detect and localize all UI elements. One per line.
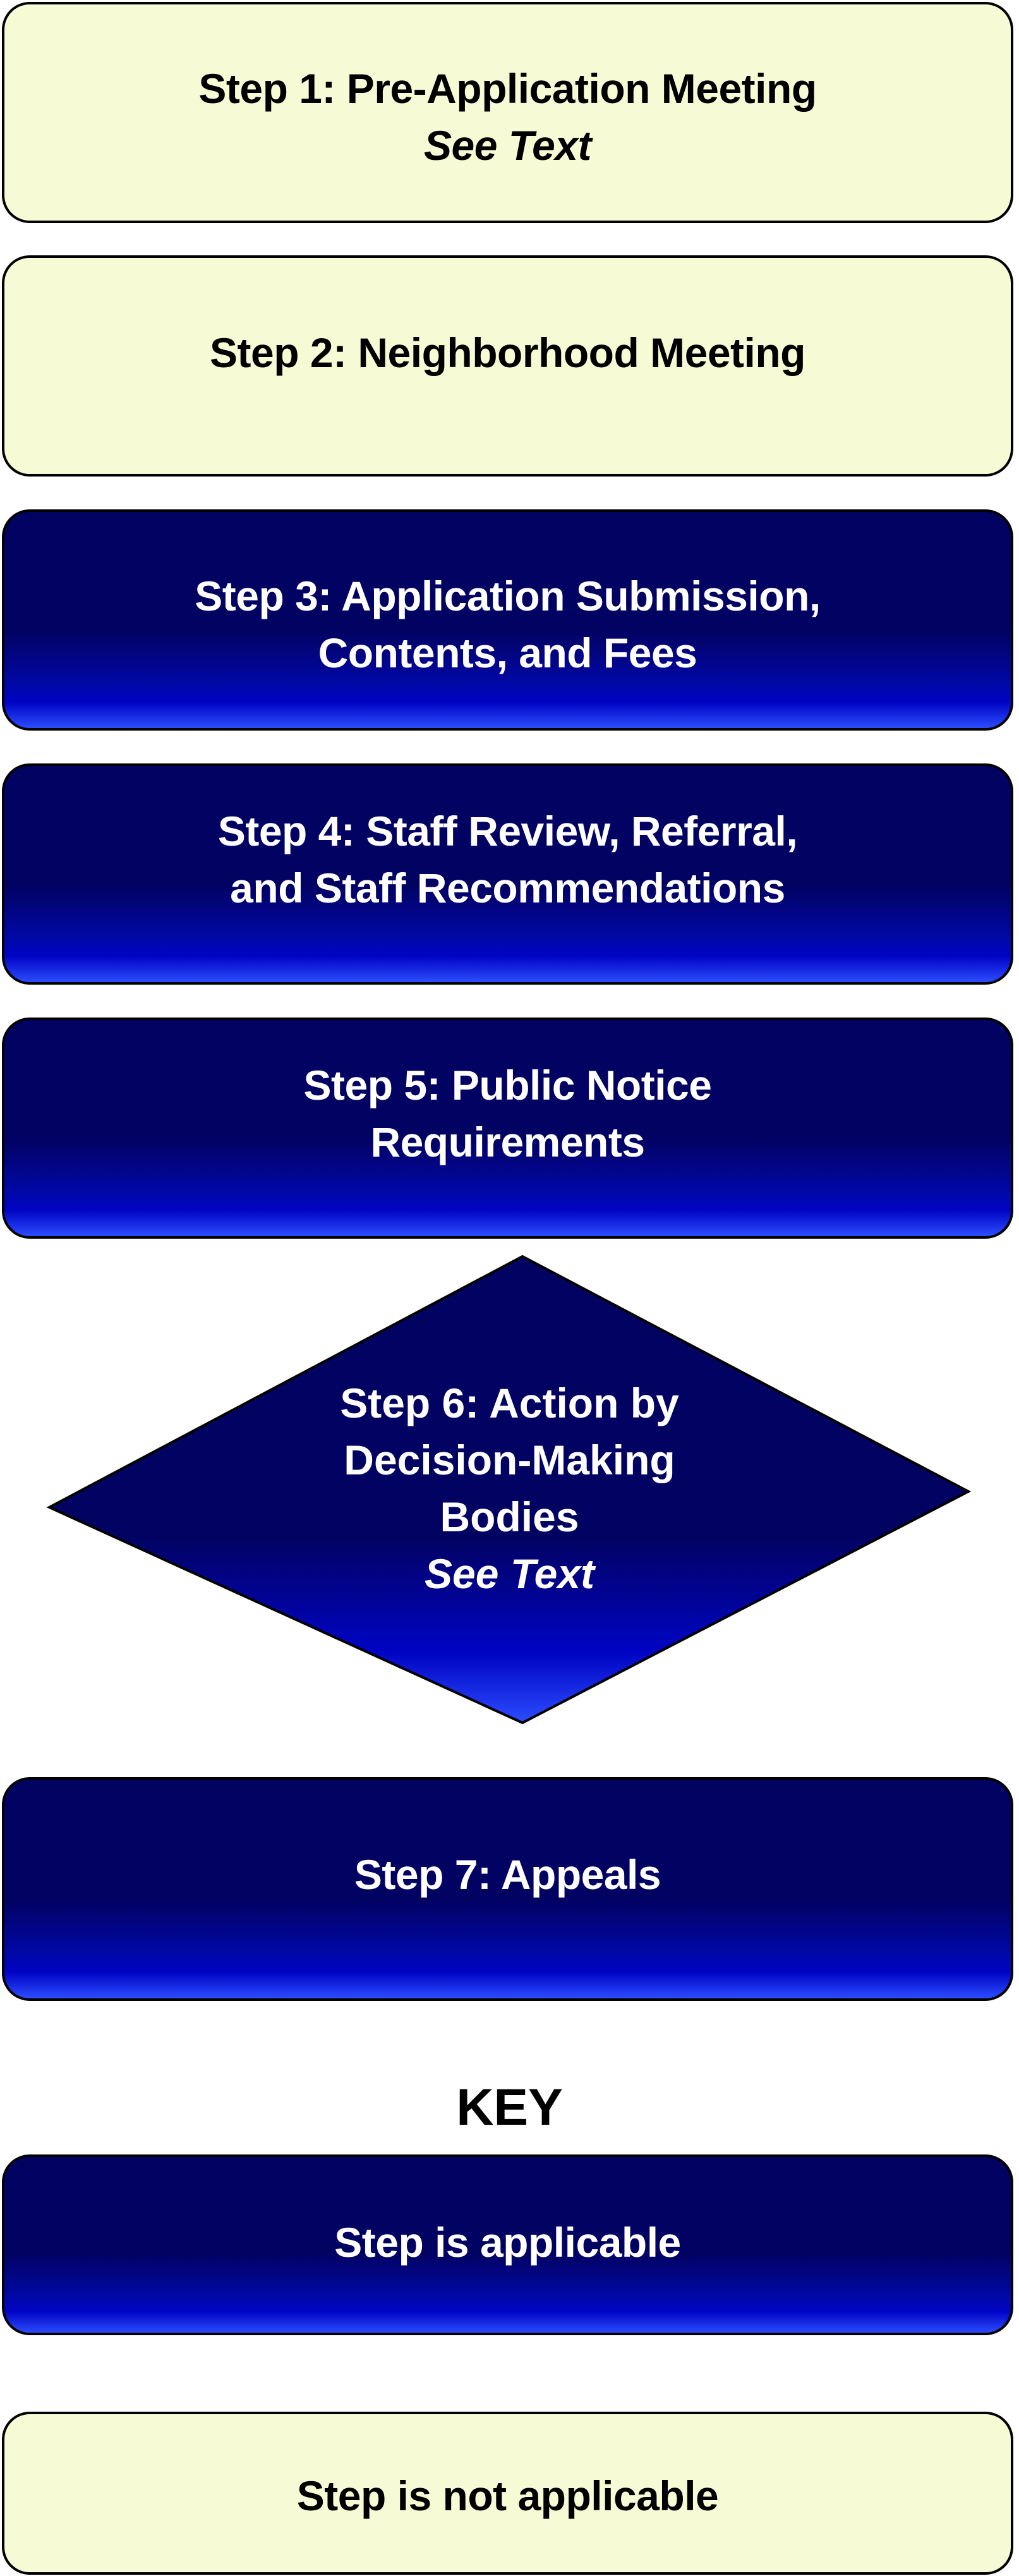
step-1-note: See Text bbox=[423, 122, 592, 169]
step-2-title: Step 2: Neighborhood Meeting bbox=[210, 329, 805, 376]
step-2-label: Step 2: Neighborhood Meeting bbox=[210, 324, 805, 381]
step-6-title-line-2: Decision-Making bbox=[344, 1437, 675, 1483]
step-4-title-line-2: and Staff Recommendations bbox=[230, 865, 785, 911]
key-applicable-box: Step is applicable bbox=[2, 2154, 1013, 2335]
key-not-applicable-label: Step is not applicable bbox=[296, 2472, 719, 2519]
step-6-note: See Text bbox=[424, 1550, 595, 1597]
step-3-box: Step 3: Application Submission, Contents… bbox=[2, 509, 1013, 731]
step-5-title-line-1: Step 5: Public Notice bbox=[303, 1062, 712, 1109]
step-3-label: Step 3: Application Submission, Contents… bbox=[195, 568, 821, 681]
step-7-label: Step 7: Appeals bbox=[354, 1846, 661, 1903]
step-1-title: Step 1: Pre-Application Meeting bbox=[198, 65, 817, 112]
step-6-label: Step 6: Action by Decision-Making Bodies… bbox=[253, 1375, 766, 1602]
step-7-title: Step 7: Appeals bbox=[354, 1851, 661, 1898]
step-5-label: Step 5: Public Notice Requirements bbox=[304, 1057, 712, 1170]
step-6-title-line-1: Step 6: Action by bbox=[340, 1380, 679, 1426]
key-title: KEY bbox=[456, 2079, 563, 2136]
step-6-diamond-shape bbox=[46, 1255, 972, 1725]
step-1-box: Step 1: Pre-Application Meeting See Text bbox=[2, 2, 1013, 223]
step-4-label: Step 4: Staff Review, Referral, and Staf… bbox=[217, 803, 798, 916]
step-4-box: Step 4: Staff Review, Referral, and Staf… bbox=[2, 763, 1013, 985]
step-5-title-line-2: Requirements bbox=[370, 1119, 645, 1165]
step-1-label: Step 1: Pre-Application Meeting See Text bbox=[198, 60, 817, 174]
step-3-title-line-1: Step 3: Application Submission, bbox=[195, 573, 821, 619]
step-2-box: Step 2: Neighborhood Meeting bbox=[2, 255, 1013, 477]
step-5-box: Step 5: Public Notice Requirements bbox=[2, 1018, 1013, 1239]
key-applicable-label: Step is applicable bbox=[334, 2219, 681, 2266]
step-3-title-line-2: Contents, and Fees bbox=[318, 629, 697, 676]
step-6-title-line-3: Bodies bbox=[440, 1493, 579, 1540]
key-not-applicable-box: Step is not applicable bbox=[2, 2412, 1013, 2575]
step-7-box: Step 7: Appeals bbox=[2, 1777, 1013, 2001]
step-4-title-line-1: Step 4: Staff Review, Referral, bbox=[217, 808, 798, 854]
